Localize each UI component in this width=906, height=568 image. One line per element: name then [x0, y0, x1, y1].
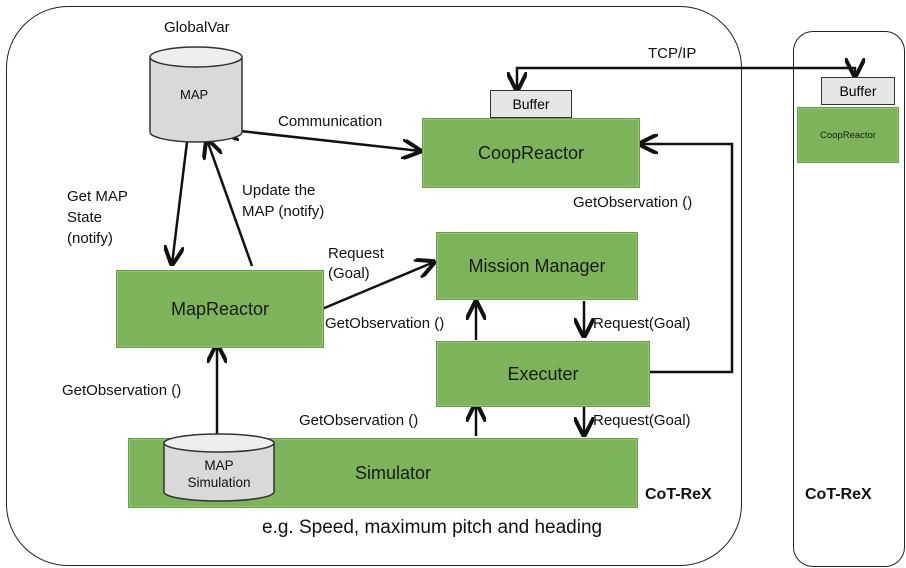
tcp-ip-link [517, 68, 855, 90]
getobs-mm-label: GetObservation () [325, 315, 445, 332]
global-var-title: GlobalVar [164, 19, 230, 36]
getobs-exec-label: GetObservation () [299, 412, 419, 429]
map-database-icon [149, 46, 243, 143]
map-reactor-node: MapReactor [116, 270, 324, 348]
buffer-remote: Buffer [821, 77, 895, 105]
remote-coop-reactor-label: CoopReactor [820, 129, 876, 141]
update-map-label: Update the MAP (notify) [242, 182, 325, 220]
tcp-ip-label: TCP/IP [648, 45, 697, 62]
executer-node: Executer [436, 341, 650, 407]
get-map-state-arrow [172, 141, 189, 264]
update-map-arrow [207, 140, 254, 267]
executer-label: Executer [507, 363, 579, 384]
main-panel-title: CoT-ReX [645, 486, 712, 503]
getobs-coop-label: GetObservation () [573, 194, 693, 211]
request-goal-exec-label: Request(Goal) [593, 315, 691, 332]
coop-reactor-label: CoopReactor [477, 142, 585, 163]
coop-reactor-node: CoopReactor [422, 118, 640, 188]
request-goal-mm-label: Request (Goal) [328, 245, 384, 282]
buffer-main: Buffer [490, 90, 572, 118]
mission-manager-node: Mission Manager [436, 232, 638, 300]
getobs-mapreactor-label: GetObservation () [62, 382, 182, 399]
main-panel-caption: e.g. Speed, maximum pitch and heading [262, 517, 603, 538]
getobs-coop-link [640, 144, 734, 374]
simulator-label: Simulator [354, 462, 432, 483]
map-simulation-label: MAP Simulation [187, 458, 251, 490]
map-reactor-label: MapReactor [170, 298, 270, 319]
map-label: MAP [180, 87, 209, 102]
request-goal-mm-arrow [321, 262, 434, 311]
communication-link [222, 129, 420, 151]
mission-manager-label: Mission Manager [468, 255, 606, 276]
communication-label: Communication [278, 113, 383, 130]
request-goal-sim-label: Request(Goal) [593, 412, 691, 429]
get-map-state-label: Get MAP State (notify) [67, 188, 128, 247]
remote-coop-reactor-node: CoopReactor [797, 107, 899, 163]
remote-panel-title: CoT-ReX [805, 486, 872, 503]
